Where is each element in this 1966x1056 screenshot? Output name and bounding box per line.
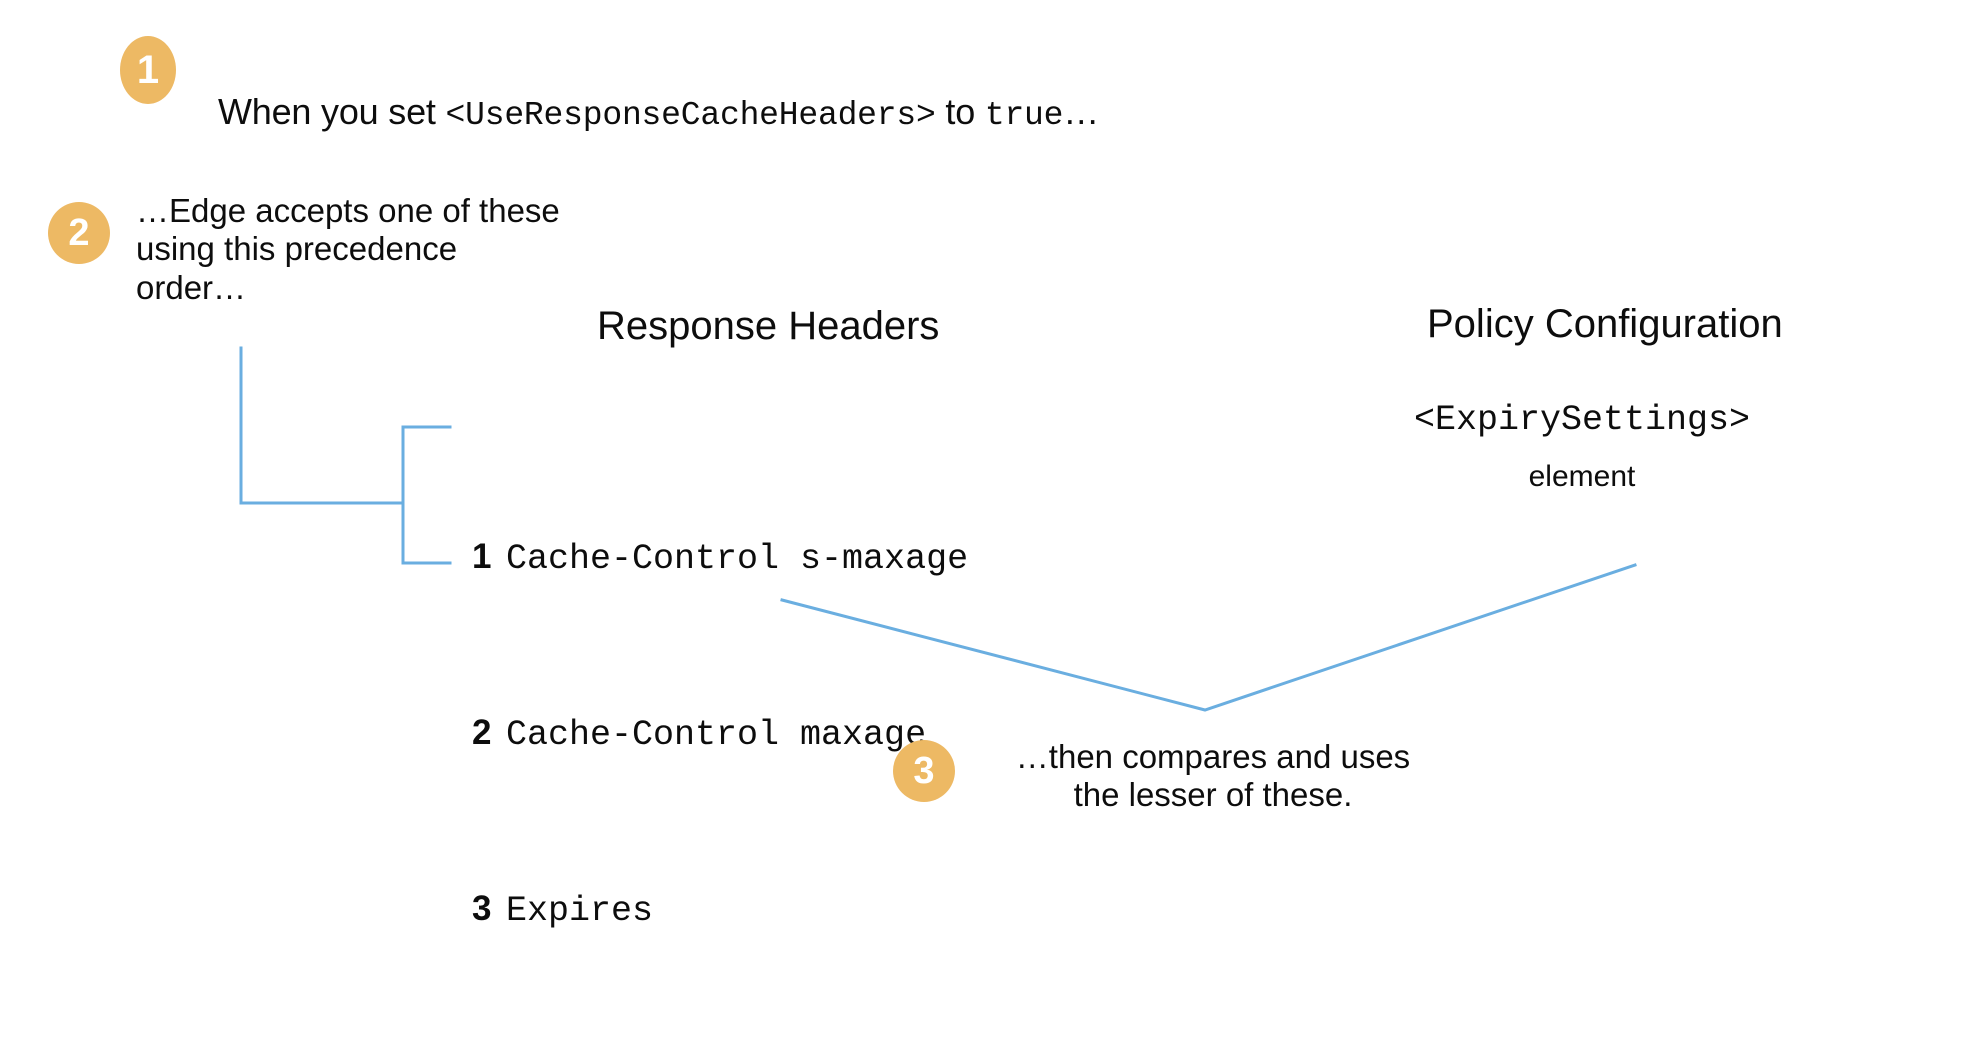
step-1-text-prefix: When you set <box>218 91 446 132</box>
diagram-canvas: 1 When you set <UseResponseCacheHeaders>… <box>48 36 1783 931</box>
expiry-settings-element: <ExpirySettings> <box>1413 400 1751 440</box>
response-headers-heading: Response Headers <box>597 304 940 348</box>
step-1-text-tail: … <box>1063 91 1100 132</box>
expiry-settings-element-label: element <box>1528 460 1636 493</box>
step-2-text: …Edge accepts one of these using this pr… <box>136 192 560 306</box>
step-1-text-suffix: to <box>935 91 985 132</box>
step-2-badge: 2 <box>48 202 110 264</box>
list-item: 2 Cache-Control maxage <box>472 704 968 764</box>
policy-configuration-heading: Policy Configuration <box>1427 302 1783 346</box>
list-item: 1 Cache-Control s-maxage <box>472 528 968 588</box>
step-1-text: When you set <UseResponseCacheHeaders> t… <box>218 44 1099 136</box>
step-3-text: …then compares and uses the lesser of th… <box>1015 738 1411 814</box>
step-1-badge: 1 <box>120 36 176 104</box>
precedence-rank: 1 <box>472 537 492 576</box>
precedence-value: Expires <box>506 891 654 931</box>
precedence-value: Cache-Control s-maxage <box>506 539 969 579</box>
precedence-rank: 2 <box>472 713 492 752</box>
use-response-cache-headers-token: <UseResponseCacheHeaders> <box>445 97 936 134</box>
precedence-bracket <box>401 425 452 565</box>
precedence-rank: 3 <box>472 889 492 928</box>
precedence-value: Cache-Control maxage <box>506 715 927 755</box>
step-3-badge: 3 <box>893 740 955 802</box>
precedence-list: 1 Cache-Control s-maxage 2 Cache-Control m… <box>472 412 968 1056</box>
step2-elbow-connector <box>239 346 405 505</box>
list-item: 3 Expires <box>472 880 968 940</box>
true-token: true <box>984 97 1064 134</box>
